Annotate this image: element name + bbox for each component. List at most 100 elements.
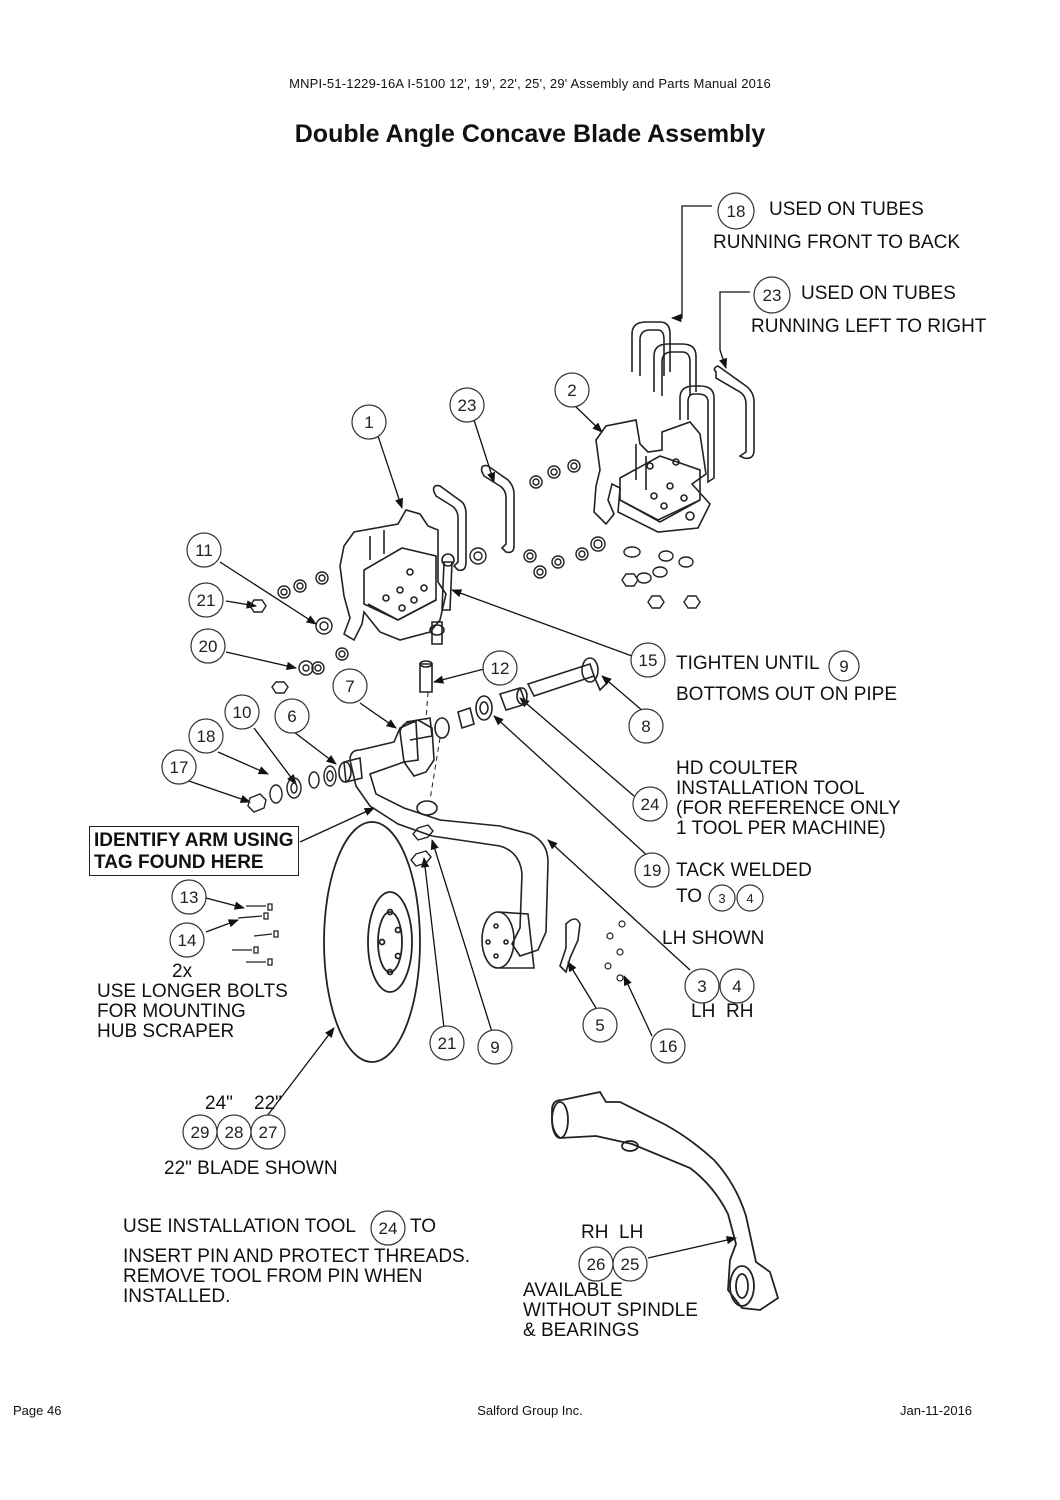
callout-number: 16 bbox=[659, 1037, 678, 1056]
page-title: Double Angle Concave Blade Assembly bbox=[294, 120, 766, 148]
note-23: USED ON TUBES RUNNING LEFT TO RIGHT bbox=[751, 283, 987, 337]
callout-number: 8 bbox=[641, 717, 650, 736]
document-header: MNPI-51-1229-16A I-5100 12', 19', 22', 2… bbox=[289, 76, 771, 91]
label-2x: 2x bbox=[172, 961, 193, 982]
concave-blade bbox=[323, 821, 421, 1063]
callout-29: 29 bbox=[182, 1114, 218, 1150]
callout-number: 10 bbox=[233, 703, 252, 722]
callout-number: 18 bbox=[727, 202, 746, 221]
u-bolt-part-23-top bbox=[713, 365, 755, 460]
bolt-part-15 bbox=[429, 553, 455, 645]
callout-number: 11 bbox=[195, 541, 213, 560]
callout-circle bbox=[429, 1025, 465, 1061]
hardware-nuts-washers-upper bbox=[469, 459, 701, 609]
u-bolt-part-23-left bbox=[432, 464, 515, 572]
callout-circle bbox=[719, 968, 755, 1004]
callout-circle bbox=[351, 404, 387, 440]
callout-circle bbox=[161, 749, 197, 785]
callout-number: 9 bbox=[839, 657, 848, 676]
callout-number: 14 bbox=[178, 931, 197, 950]
callout-circle bbox=[169, 922, 205, 958]
nuts-parts-21-9 bbox=[410, 824, 434, 867]
callout-number: 13 bbox=[180, 888, 199, 907]
callout-circle bbox=[753, 276, 791, 314]
callout-number: 1 bbox=[364, 413, 373, 432]
callout-circle bbox=[186, 532, 222, 568]
callout-9: 9 bbox=[828, 650, 860, 682]
callout-16: 16 bbox=[650, 1028, 686, 1064]
callout-15: 15 bbox=[630, 642, 666, 678]
callout-13: 13 bbox=[171, 879, 207, 915]
washers-parts-10-18 bbox=[247, 765, 337, 813]
leader-lines bbox=[185, 205, 750, 1259]
sleeve-part-12 bbox=[419, 660, 433, 693]
callout-circle bbox=[632, 786, 668, 822]
callout-circle bbox=[650, 1028, 686, 1064]
callout-8: 8 bbox=[628, 708, 664, 744]
callout-circle bbox=[370, 1210, 406, 1246]
arm-part-3-4 bbox=[349, 717, 549, 957]
washer-part-19 bbox=[434, 695, 493, 739]
mount-bracket-part-1 bbox=[339, 509, 447, 642]
callout-3: 3 bbox=[684, 968, 720, 1004]
label-24-inch: 24" bbox=[205, 1093, 233, 1114]
callout-circle bbox=[449, 387, 485, 423]
callout-number: 26 bbox=[587, 1255, 606, 1274]
callout-circle bbox=[274, 698, 310, 734]
callout-number: 5 bbox=[595, 1016, 604, 1035]
hub-assembly bbox=[481, 911, 535, 969]
document-date: Jan-11-2016 bbox=[900, 1403, 973, 1418]
note-hd-coulter: HD COULTER INSTALLATION TOOL (FOR REFERE… bbox=[676, 758, 901, 839]
note-tighten: TIGHTEN UNTIL BOTTOMS OUT ON PIPE bbox=[676, 653, 897, 705]
callout-circle bbox=[630, 642, 666, 678]
center-line bbox=[425, 691, 441, 801]
hardware-left-group bbox=[249, 571, 349, 694]
callout-circle bbox=[332, 668, 368, 704]
callout-circle bbox=[612, 1246, 648, 1282]
callout-number: 18 bbox=[197, 727, 216, 746]
callout-18: 18 bbox=[717, 192, 755, 230]
callout-number: 24 bbox=[379, 1219, 398, 1238]
note-blade-shown: 22" BLADE SHOWN bbox=[164, 1158, 338, 1179]
callout-4: 4 bbox=[719, 968, 755, 1004]
note-longer-bolts: USE LONGER BOLTS FOR MOUNTING HUB SCRAPE… bbox=[97, 981, 288, 1042]
callout-number: 15 bbox=[639, 651, 658, 670]
mount-bracket-part-2 bbox=[593, 419, 711, 533]
callout-number: 23 bbox=[458, 396, 477, 415]
pivot-pin-part-8 bbox=[526, 657, 607, 697]
callout-18: 18 bbox=[188, 718, 224, 754]
callout-circle bbox=[582, 1007, 618, 1043]
callout-number: 19 bbox=[643, 861, 662, 880]
arm-detail-part-25-26 bbox=[551, 1090, 780, 1311]
callout-circle bbox=[684, 968, 720, 1004]
callout-14: 14 bbox=[169, 922, 205, 958]
note-18: USED ON TUBES RUNNING FRONT TO BACK bbox=[713, 199, 961, 253]
callout-28: 28 bbox=[216, 1114, 252, 1150]
callout-4: 4 bbox=[736, 884, 764, 912]
callout-circle bbox=[717, 192, 755, 230]
callout-19: 19 bbox=[634, 852, 670, 888]
nuts-part-16 bbox=[604, 920, 626, 982]
callout-number: 27 bbox=[259, 1123, 278, 1142]
callout-number: 17 bbox=[170, 758, 189, 777]
callout-circle bbox=[482, 650, 518, 686]
page-number: Page 46 bbox=[13, 1403, 62, 1418]
callout-7: 7 bbox=[332, 668, 368, 704]
callout-number: 28 bbox=[225, 1123, 244, 1142]
label-22-inch: 22" bbox=[254, 1093, 282, 1114]
callout-26: 26 bbox=[578, 1246, 614, 1282]
callout-23: 23 bbox=[753, 276, 791, 314]
callout-number: 20 bbox=[199, 637, 218, 656]
callout-number: 4 bbox=[746, 891, 753, 906]
callout-circle bbox=[828, 650, 860, 682]
callout-3: 3 bbox=[708, 884, 736, 912]
callout-number: 25 bbox=[621, 1255, 640, 1274]
callout-circle bbox=[708, 884, 736, 912]
note-lh-shown: LH SHOWN bbox=[662, 928, 765, 949]
bushing-part-6 bbox=[338, 756, 363, 784]
callout-circle bbox=[224, 694, 260, 730]
callout-number: 3 bbox=[718, 891, 725, 906]
callout-circle bbox=[171, 879, 207, 915]
